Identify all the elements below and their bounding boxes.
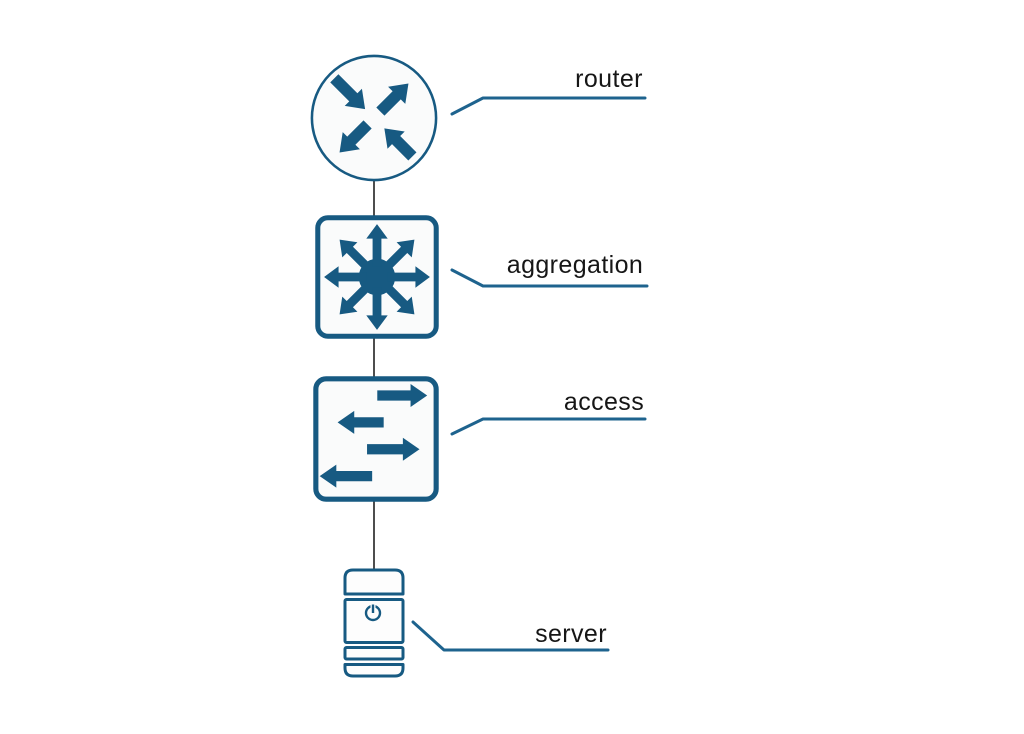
router-circle [310,54,438,182]
leader-line-router [450,96,647,116]
server-top-panel [343,568,405,596]
access-arrows [319,383,428,488]
access-label: access [563,388,645,416]
access-box [313,376,439,502]
leader-line-server [411,620,610,652]
multilayer-switch-icon [315,215,439,339]
server-label: server [535,620,607,648]
aggregation-label: aggregation [506,251,644,279]
tower-server-icon [343,568,405,678]
leader-line-aggregation [450,268,649,288]
server-base-panel [343,663,405,678]
power-button-icon [364,602,382,622]
leader-line-access [450,417,647,436]
router-arrows [330,74,417,161]
server-drive-bay [343,646,405,661]
workgroup-switch-icon [313,376,439,502]
router-icon [310,54,438,182]
aggregation-arrows [324,224,430,330]
router-label: router [575,65,643,93]
